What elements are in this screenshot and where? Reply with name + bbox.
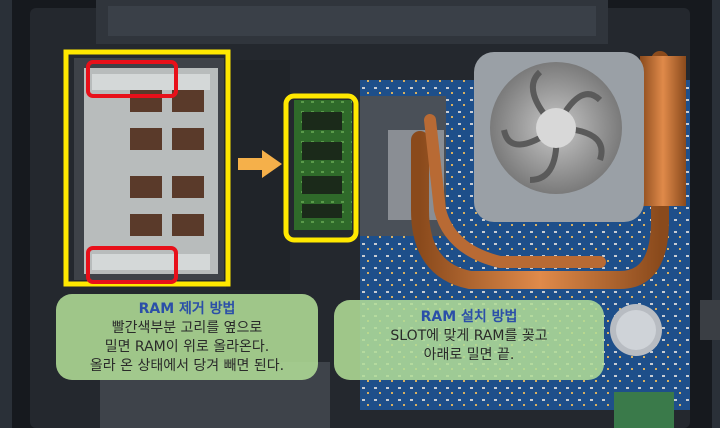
latch-top-highlight bbox=[86, 60, 178, 98]
ram-slot-highlight bbox=[283, 93, 359, 243]
latch-bottom-highlight bbox=[86, 246, 178, 284]
ram-removal-line-2: 밀면 RAM이 위로 올라온다. bbox=[104, 339, 270, 355]
ram-removal-line-3: 올라 온 상태에서 당겨 빼면 된다. bbox=[89, 358, 285, 374]
ram-removal-line-1: 빨간색부분 고리를 옆으로 bbox=[111, 320, 263, 336]
arrow-right-icon bbox=[238, 150, 282, 178]
ram-install-line-2: 아래로 밀면 끝. bbox=[423, 347, 515, 363]
ram-install-title: RAM 설치 방법 bbox=[420, 309, 518, 325]
ram-removal-callout: RAM 제거 방법 빨간색부분 고리를 옆으로 밀면 RAM이 위로 올라온다.… bbox=[56, 294, 318, 380]
ram-removal-title: RAM 제거 방법 bbox=[138, 301, 236, 317]
ram-install-line-1: SLOT에 맞게 RAM를 꽂고 bbox=[390, 328, 548, 344]
ram-install-callout: RAM 설치 방법 SLOT에 맞게 RAM를 꽂고 아래로 밀면 끝. bbox=[334, 300, 604, 380]
